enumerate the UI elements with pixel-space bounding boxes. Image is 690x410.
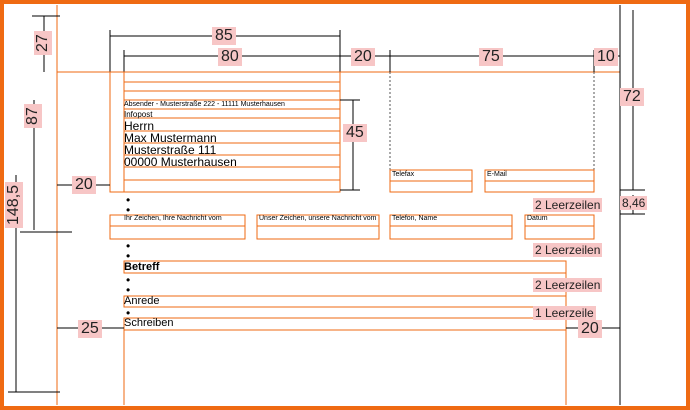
email-label: E-Mail [487, 171, 507, 178]
spacing-note-one-line: 1 Leerzeile [533, 306, 596, 320]
greeting-line-box [123, 295, 567, 308]
phone-box [389, 214, 513, 240]
telefax-label: Telefax [392, 171, 415, 178]
dim-25-label: 25 [78, 320, 102, 338]
dim-148-label: 148,5 [5, 181, 23, 228]
sender-line: Absender - Musterstraße 222 - 11111 Must… [124, 101, 285, 108]
subject-line-box [123, 260, 567, 274]
blank-line-bullet: • [126, 239, 131, 253]
blank-line-bullet: • [126, 273, 131, 287]
dim-75-label: 75 [479, 48, 503, 66]
spacing-note-two-lines: 2 Leerzeilen [533, 198, 603, 212]
dim-20-right-label: 20 [578, 320, 602, 338]
dim-85-label: 85 [212, 27, 236, 45]
dim-87-label: 87 [24, 104, 42, 128]
body-text-label: Schreiben [124, 317, 174, 329]
dim-846-label: 8,46 [620, 196, 648, 210]
your-ref-box [109, 214, 246, 240]
blank-line-bullet: • [126, 283, 131, 297]
blank-line-bullet: • [126, 249, 131, 263]
dim-20-top-label: 20 [351, 48, 375, 66]
greeting-label: Anrede [124, 295, 160, 307]
blank-line-bullet: • [126, 193, 131, 207]
spacing-note-two-lines: 2 Leerzeilen [533, 278, 603, 292]
recipient-salutation: Herrn [124, 119, 155, 133]
subject-label: Betreff [124, 261, 160, 273]
your-ref-label: Ihr Zeichen, Ihre Nachricht vom [124, 215, 222, 222]
our-ref-box [256, 214, 380, 240]
dim-80-label: 80 [218, 48, 242, 66]
our-ref-label: Unser Zeichen, unsere Nachricht vom [259, 215, 377, 222]
blank-line-bullet: • [126, 203, 131, 217]
blank-line-bullet: • [126, 306, 131, 320]
address-window-box [109, 71, 341, 193]
date-label: Datum [527, 215, 548, 222]
dim-45-label: 45 [343, 124, 367, 142]
dim-10-label: 10 [594, 48, 618, 66]
date-box [524, 214, 595, 240]
recipient-city: 00000 Musterhausen [124, 155, 237, 169]
recipient-street: Musterstraße 111 [124, 143, 217, 157]
spacing-note-two-lines: 2 Leerzeilen [533, 243, 603, 257]
infopost-label: Infopost [124, 110, 153, 119]
recipient-name: Max Mustermann [124, 131, 217, 145]
body-line-box [123, 317, 567, 331]
phone-label: Telefon, Name [392, 215, 438, 222]
dim-20-left-label: 20 [72, 176, 96, 194]
dim-27-label: 27 [34, 31, 52, 55]
dim-72-label: 72 [620, 88, 644, 106]
